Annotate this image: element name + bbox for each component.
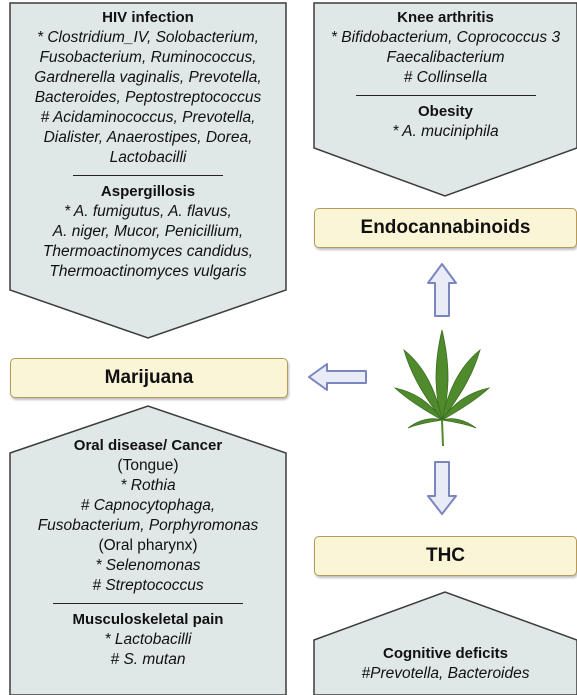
oral-divider [53,603,243,604]
hiv-line-4: Bacteroides, Peptostreptococcus [34,89,262,106]
aspergillosis-title: Aspergillosis [100,183,196,200]
hiv-panel-shape [9,2,287,339]
cognitive-title: Cognitive deficits [382,645,509,662]
oral-title: Oral disease/ Cancer [73,437,223,454]
knee-panel-shape [313,2,577,197]
oral-panel-shape [9,405,287,695]
hiv-line-1: * Clostridium_IV, Solobacterium, [37,29,259,46]
marijuana-label: Marijuana [10,358,288,398]
oral-sub-tongue: (Tongue) [117,457,179,474]
oral-line-5: # Streptococcus [92,577,204,594]
obesity-title: Obesity [417,103,474,120]
musculoskeletal-line-2: # S. mutan [110,651,186,668]
musculoskeletal-line-1: * Lactobacilli [104,631,192,648]
arrow-down-icon [427,461,457,515]
hiv-panel: HIV infection * Clostridium_IV, Solobact… [4,8,292,282]
hiv-line-5: # Acidaminococcus, Prevotella, [40,109,256,126]
knee-panel: Knee arthritis * Bifidobacterium, Coproc… [314,8,577,142]
oral-line-1: * Rothia [120,477,176,494]
aspergillosis-line-1: * A. fumigutus, A. flavus, [64,203,232,220]
hiv-line-7: Lactobacilli [109,149,187,166]
hiv-title: HIV infection [102,9,194,26]
cannabis-leaf-icon [393,329,491,447]
hiv-line-6: Dialister, Anaerostipes, Dorea, [43,129,253,146]
knee-line-2: Faecalibacterium [386,49,505,66]
oral-line-3: Fusobacterium, Porphyromonas [37,517,259,534]
arrow-left-icon [308,363,367,391]
thc-label: THC [314,536,577,576]
arrow-up-icon [427,263,457,317]
oral-sub-pharynx: (Oral pharynx) [98,537,198,554]
knee-divider [355,95,536,96]
musculoskeletal-title: Musculoskeletal pain [72,611,224,628]
endocannabinoids-label: Endocannabinoids [314,208,577,248]
cognitive-panel-shape [313,591,577,695]
hiv-line-2: Fusobacterium, Ruminococcus, [39,49,257,66]
cognitive-panel: Cognitive deficits #Prevotella, Bacteroi… [314,644,577,684]
oral-line-4: * Selenomonas [95,557,201,574]
hiv-divider [73,175,223,176]
obesity-line-1: * A. muciniphila [392,123,499,140]
aspergillosis-line-2: A. niger, Mucor, Penicillium, [52,223,244,240]
hiv-line-3: Gardnerella vaginalis, Prevotella, [34,69,262,86]
oral-panel: Oral disease/ Cancer (Tongue) * Rothia #… [4,436,292,670]
knee-line-1: * Bifidobacterium, Coprococcus 3 [330,29,561,46]
cognitive-line-1: #Prevotella, Bacteroides [361,665,530,682]
aspergillosis-line-3: Thermoactinomyces candidus, [42,243,254,260]
aspergillosis-line-4: Thermoactinomyces vulgaris [49,263,247,280]
knee-title: Knee arthritis [397,9,494,26]
oral-line-2: # Capnocytophaga, [80,497,216,514]
knee-line-3: # Collinsella [403,69,488,86]
